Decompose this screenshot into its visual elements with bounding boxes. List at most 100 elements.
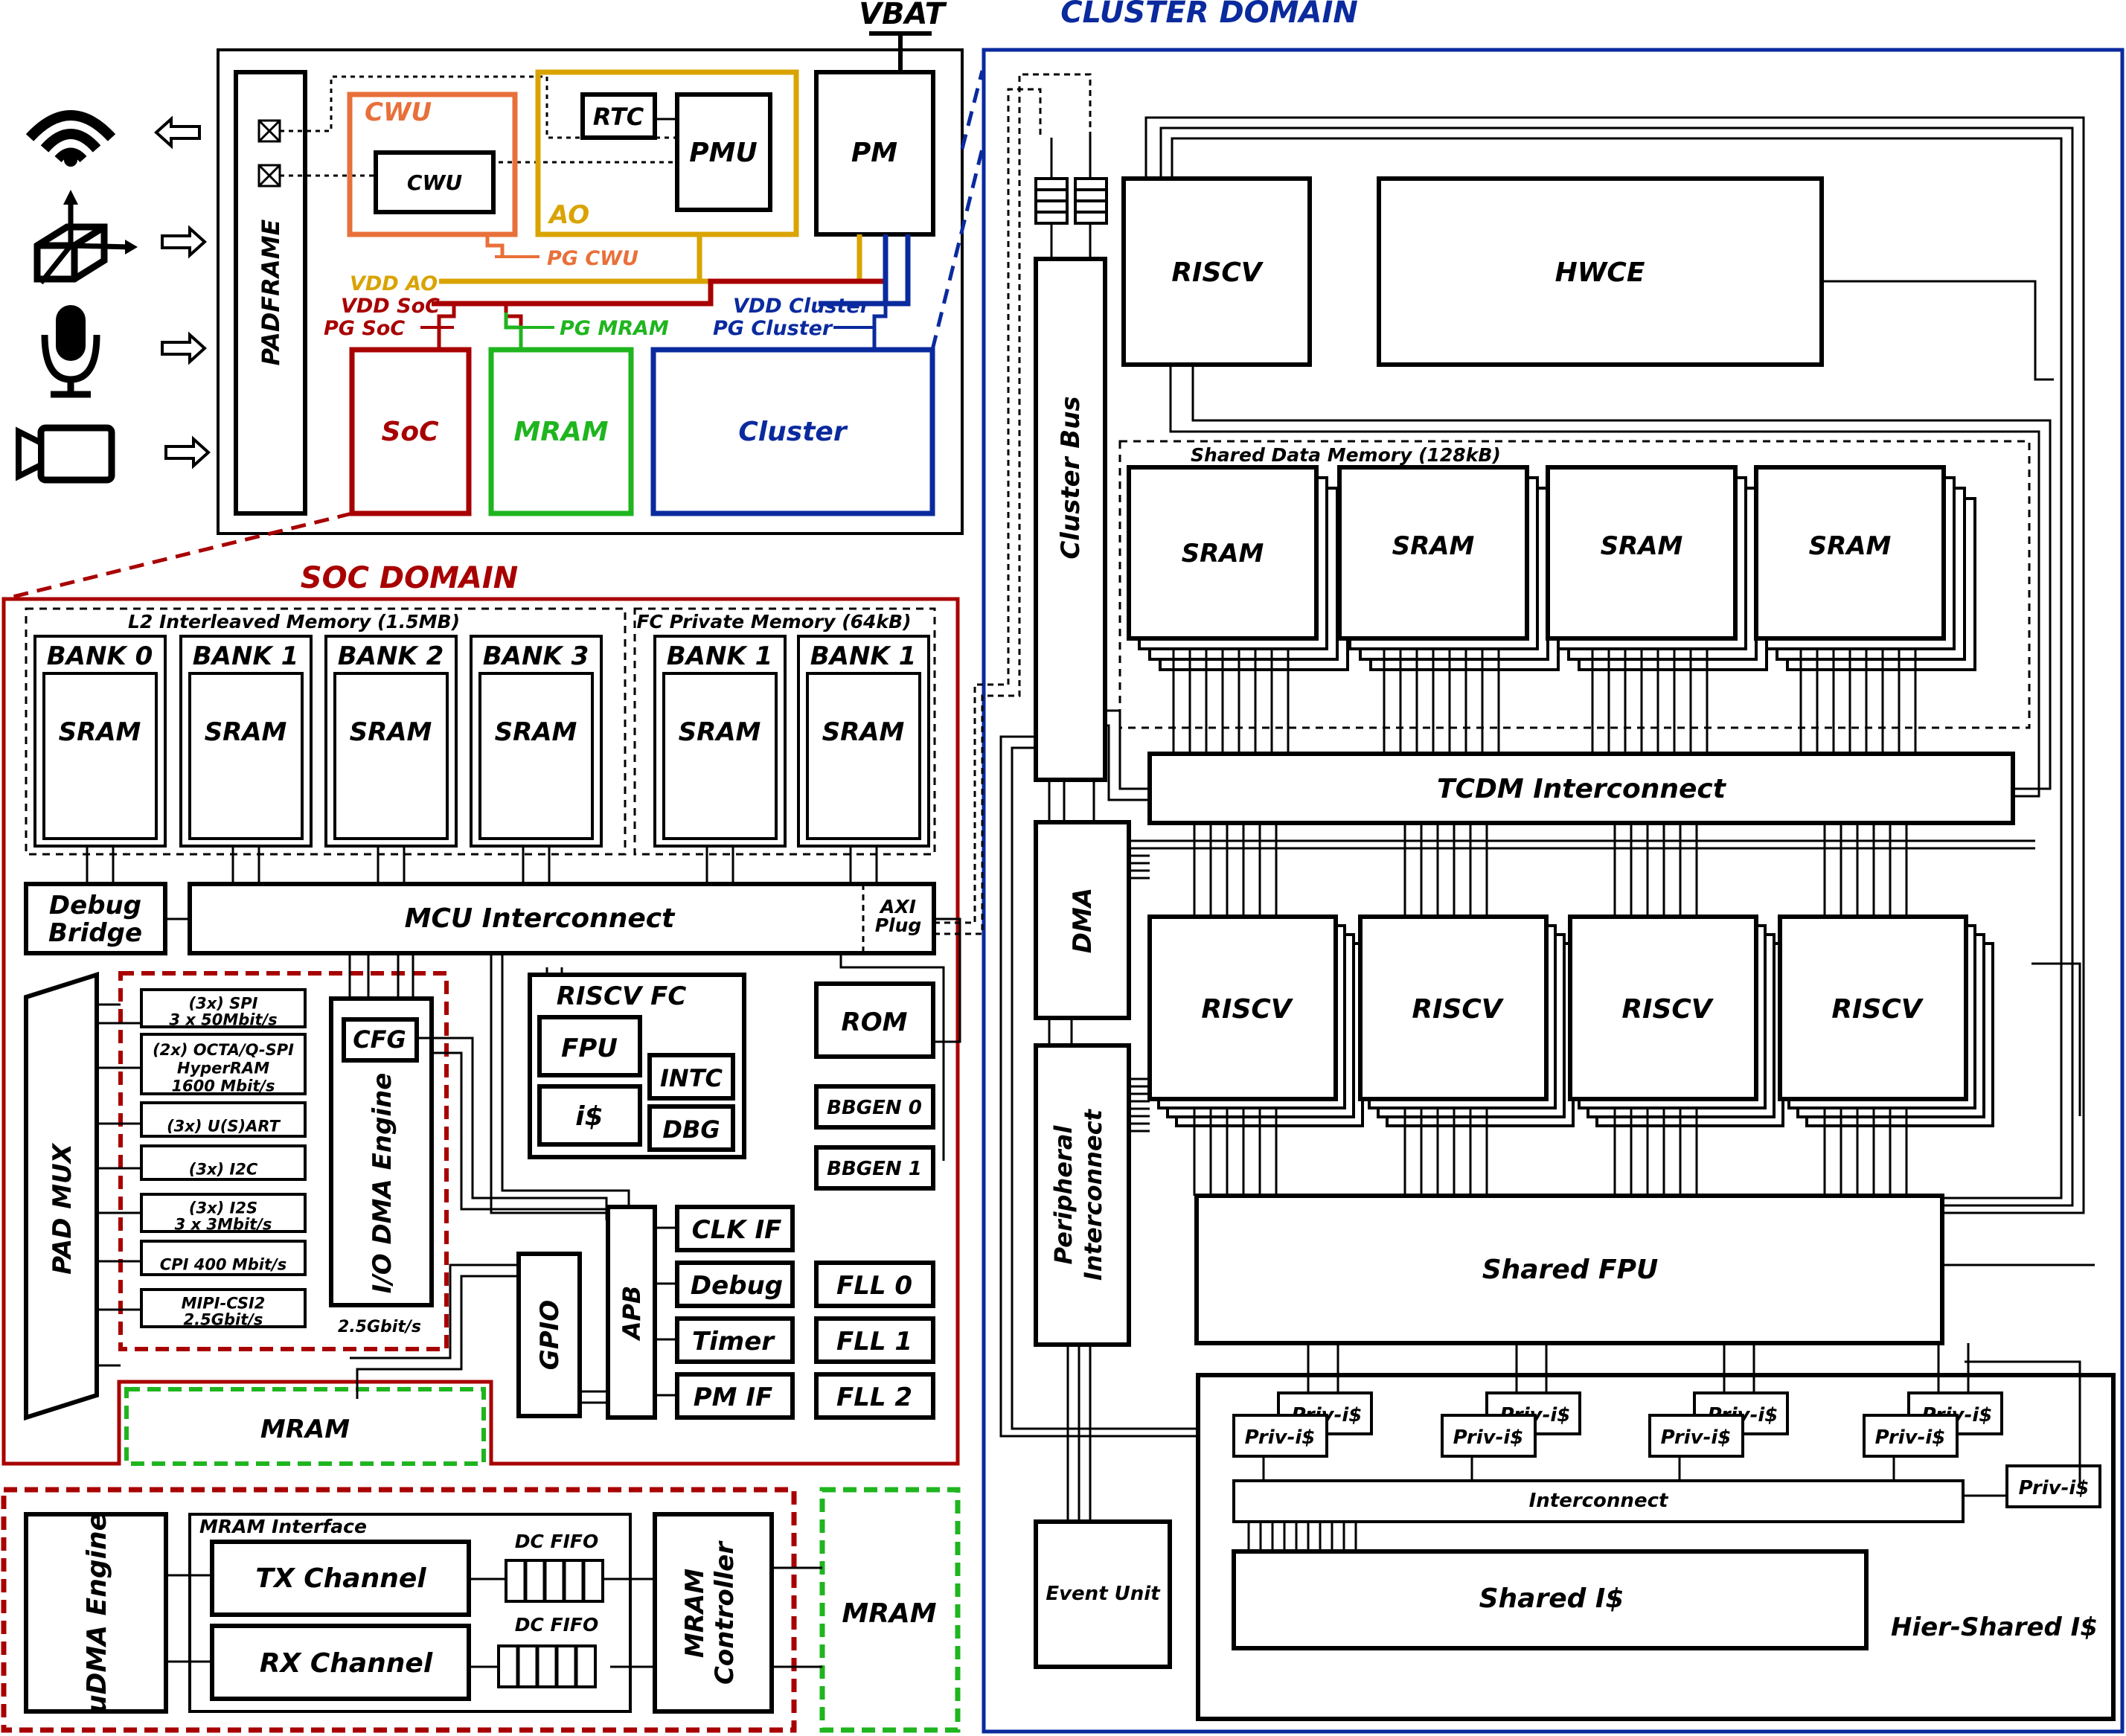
soc-domain-frame <box>1 597 960 1466</box>
cwu-region <box>347 92 518 237</box>
priv-icache-1 <box>1441 1414 1537 1458</box>
soc-domain-title: SOC DOMAIN <box>301 561 518 595</box>
tcdm-sram-3 <box>1754 465 1946 641</box>
vdd-cluster-rail <box>819 234 911 307</box>
fc-memory-region <box>633 607 936 856</box>
fll1-block <box>814 1316 935 1364</box>
priv-icache-link <box>1678 1343 1755 1481</box>
memory-bank-sram-label: SRAM <box>495 717 577 747</box>
l2-memory-region <box>25 607 627 856</box>
memory-bank-sram <box>478 672 594 840</box>
mram-controller <box>653 1512 774 1714</box>
priv-icache-label: Priv-i$ <box>1661 1426 1732 1449</box>
tx-channel <box>210 1540 471 1617</box>
priv-icache-2 <box>1648 1414 1744 1458</box>
tcdm-interconnect-label: TCDM Interconnect <box>1437 774 1727 804</box>
pad-mux <box>24 971 99 1421</box>
soc-power-block <box>349 347 472 516</box>
imu-sensor-icon <box>33 190 138 285</box>
udma-peripheral-4 <box>140 1193 307 1233</box>
event-unit-label: Event Unit <box>1046 1583 1161 1605</box>
priv-icache-0 <box>1232 1414 1328 1458</box>
mram-controller-label-1: MRAM <box>680 1569 710 1658</box>
rtc-label: RTC <box>593 103 644 131</box>
shared-fpu-label: Shared FPU <box>1482 1255 1659 1285</box>
mcu-interconnect-label: MCU Interconnect <box>405 903 676 934</box>
external-mram-label: MRAM <box>842 1598 936 1629</box>
udma-periph-region <box>118 971 449 1351</box>
arrow-right-icon <box>161 331 207 365</box>
udma-peripheral-1 <box>140 1033 307 1095</box>
pg-cwu-label: PG CWU <box>547 247 638 270</box>
bbgen1-label: BBGEN 1 <box>827 1158 922 1180</box>
udma-peripheral-label: (3x) I2C <box>189 1161 258 1179</box>
soc-power-label: SoC <box>381 417 439 447</box>
udma-peripheral-5 <box>140 1240 307 1276</box>
axi-plug-label-2: Plug <box>875 915 922 936</box>
dc-fifo-1 <box>497 1644 597 1688</box>
icache-interconnect <box>1232 1479 1965 1523</box>
priv-icache-link <box>1892 1343 1970 1481</box>
tcdm-bank-link <box>1172 647 1290 754</box>
apb-block <box>606 1205 657 1420</box>
memory-bank-sram-label: SRAM <box>679 717 761 747</box>
core-link <box>1403 823 1488 1196</box>
udma-engine <box>24 1512 168 1714</box>
priv-icache-extra <box>2005 1464 2101 1508</box>
mram-power-block <box>488 347 634 516</box>
bbgen1-block <box>814 1145 935 1191</box>
dc-fifo-rx-label: DC FIFO <box>515 1614 599 1636</box>
external-mram <box>819 1487 961 1733</box>
shared-fpu <box>1194 1194 1944 1345</box>
cluster-riscv-main-label: RISCV <box>1171 257 1264 288</box>
cluster-core-0 <box>1147 915 1338 1101</box>
vbat-label: VBAT <box>859 0 947 31</box>
tcdm-sram-2 <box>1546 465 1738 641</box>
pmu-label: PMU <box>689 138 757 168</box>
peripheral-interconnect-label-2: Interconnect <box>1079 1108 1107 1281</box>
fll0-block <box>814 1261 935 1308</box>
tcdm-sram-1 <box>1337 465 1529 641</box>
timer-label: Timer <box>692 1327 775 1357</box>
microphone-icon <box>41 305 100 398</box>
tcdm-sram-label: SRAM <box>1182 539 1264 568</box>
pad-mux-label: PAD MUX <box>48 1142 77 1275</box>
peripheral-interconnect-label-1: Peripheral <box>1049 1125 1078 1265</box>
tcdm-bank-link <box>1591 647 1709 754</box>
udma-peripheral-label: (2x) OCTA/Q-SPI <box>153 1041 294 1059</box>
udma-peripheral-label: (3x) U(S)ART <box>167 1118 281 1136</box>
memory-bank-sram-label: SRAM <box>59 717 141 747</box>
wifi-icon <box>25 110 116 167</box>
mram-subsystem-region <box>1 1487 797 1733</box>
udma-peripheral-label: HyperRAM <box>177 1059 269 1077</box>
udma-peripheral-label: MIPI-CSI2 <box>182 1295 266 1313</box>
udma-peripheral-3 <box>140 1144 307 1181</box>
cfg-block <box>342 1017 419 1063</box>
cluster-core-label: RISCV <box>1412 994 1504 1025</box>
rtc-block <box>580 92 657 140</box>
fc-icache-label: i$ <box>575 1101 603 1132</box>
ao-region <box>535 69 799 237</box>
apb-label: APB <box>618 1286 646 1342</box>
memory-bank-label: BANK 2 <box>338 641 444 671</box>
memory-bank-sram <box>42 672 158 840</box>
pg-cluster-label: PG Cluster <box>713 317 833 340</box>
memory-bank-sram <box>188 672 304 840</box>
cluster-core-label: RISCV <box>1201 994 1293 1025</box>
cluster-core-1 <box>1358 915 1549 1101</box>
udma-peripheral-label: 1600 Mbit/s <box>171 1077 275 1095</box>
soc-mram-label: MRAM <box>260 1415 350 1444</box>
pg-soc-label: PG SoC <box>324 317 405 340</box>
cluster-bus <box>1034 257 1107 782</box>
bank-link <box>849 846 878 884</box>
pm-block <box>814 70 935 237</box>
cluster-dma <box>1034 820 1131 1020</box>
tcdm-bank-link <box>1383 647 1500 754</box>
memory-bank-label: BANK 0 <box>47 641 153 671</box>
rx-channel-label: RX Channel <box>260 1648 433 1679</box>
gpio-label: GPIO <box>535 1300 565 1370</box>
cluster-core-label: RISCV <box>1621 994 1714 1025</box>
vdd-ao-label: VDD AO <box>350 272 438 295</box>
hier-shared-icache-label: Hier-Shared I$ <box>1891 1612 2098 1642</box>
